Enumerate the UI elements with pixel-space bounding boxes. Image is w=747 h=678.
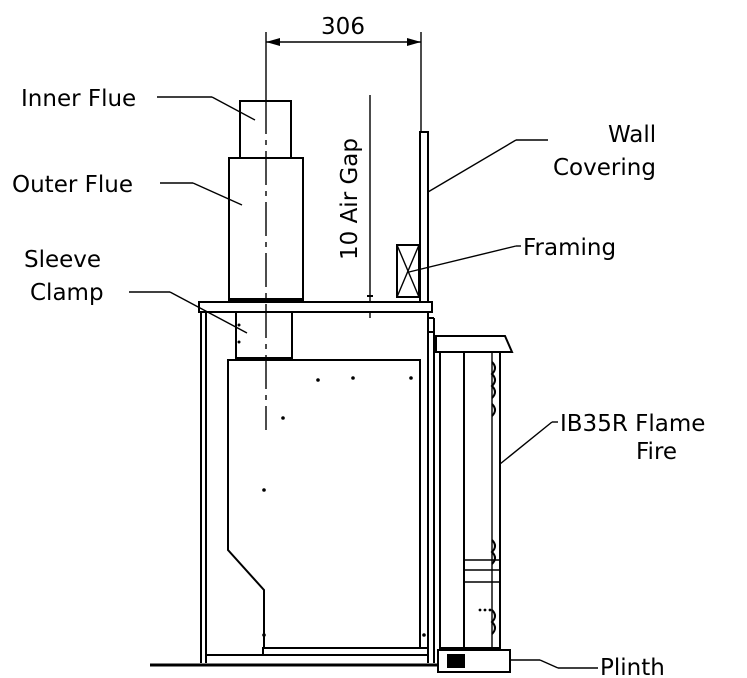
outer-flue-label: Outer Flue <box>12 172 133 198</box>
housing-top-plate <box>198 301 433 313</box>
wall-covering <box>419 131 429 305</box>
fire-label-line2: Fire <box>636 439 677 465</box>
stove-body <box>227 359 426 651</box>
framing-label: Framing <box>523 235 616 261</box>
housing-base <box>150 647 440 667</box>
inner-flue-label: Inner Flue <box>21 86 136 112</box>
leader-lines <box>129 96 598 669</box>
dimension-306-text: 306 <box>321 14 365 40</box>
wall-label: Wall <box>608 122 656 148</box>
clamp-label: Clamp <box>30 280 104 306</box>
dimension-306: 306 <box>265 14 422 135</box>
housing-frame <box>200 312 435 663</box>
plinth <box>437 649 511 673</box>
air-gap-marker: 10 Air Gap <box>337 95 373 318</box>
flame-fire-unit <box>435 335 514 649</box>
sleeve-label: Sleeve <box>24 247 101 273</box>
air-gap-text: 10 Air Gap <box>337 138 363 260</box>
framing-block <box>396 244 420 298</box>
fire-label-line1: IB35R Flame <box>560 411 705 437</box>
covering-label: Covering <box>553 155 656 181</box>
sleeve-clamp <box>235 311 293 359</box>
plinth-label: Plinth <box>600 655 665 678</box>
